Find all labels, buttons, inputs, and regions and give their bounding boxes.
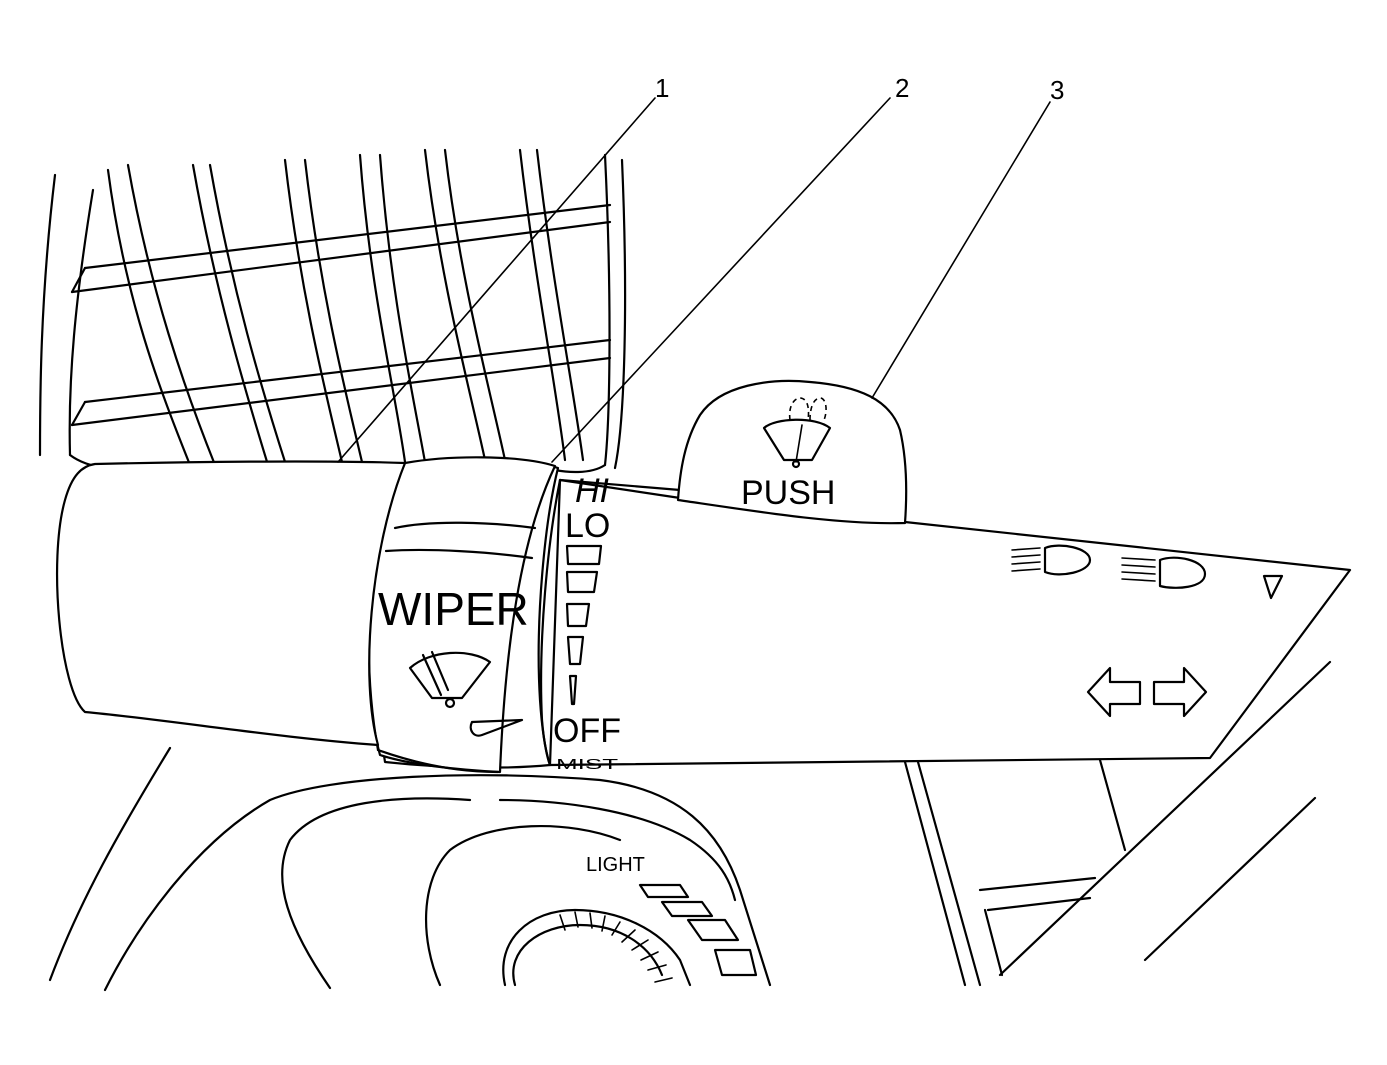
mist-indicator-icon [469, 718, 524, 737]
light-label: LIGHT [586, 854, 645, 876]
light-position-marks [638, 883, 758, 977]
indicator-triangle-icon [1262, 574, 1284, 600]
callout-2: 2 [551, 73, 909, 463]
headlamp-high-icon [1121, 556, 1207, 589]
wiper-icon [408, 650, 492, 709]
callout-number: 2 [895, 73, 909, 103]
turn-signal-right-icon [1152, 666, 1208, 718]
turn-signal-left-icon [1086, 666, 1142, 718]
washer-push-button[interactable]: PUSH [676, 379, 908, 525]
speed-lo-label: LO [565, 507, 610, 545]
steering-column [48, 660, 1332, 992]
speed-bars [565, 544, 603, 706]
speed-hi-label: HI [575, 472, 610, 510]
callout-3: 3 [871, 75, 1064, 399]
headlamp-switch-knob[interactable]: LIGHT [502, 854, 758, 987]
washer-icon [762, 397, 832, 469]
callout-1: 1 [337, 73, 669, 463]
wiper-label: WIPER [378, 583, 529, 635]
callout-number: 1 [655, 73, 669, 103]
wiper-rotary-collar[interactable]: WIPER [366, 456, 557, 774]
speed-mist-label: MIST [556, 757, 618, 773]
headlamp-low-icon [1011, 544, 1092, 576]
push-label: PUSH [741, 474, 835, 512]
instrument-panel-grille [38, 148, 627, 474]
lever-end-cap[interactable] [55, 460, 407, 747]
callout-number: 3 [1050, 75, 1064, 105]
speed-off-label: OFF [553, 712, 621, 750]
knob-knurling [559, 911, 673, 983]
wiper-lever-stalk[interactable] [548, 478, 1352, 767]
